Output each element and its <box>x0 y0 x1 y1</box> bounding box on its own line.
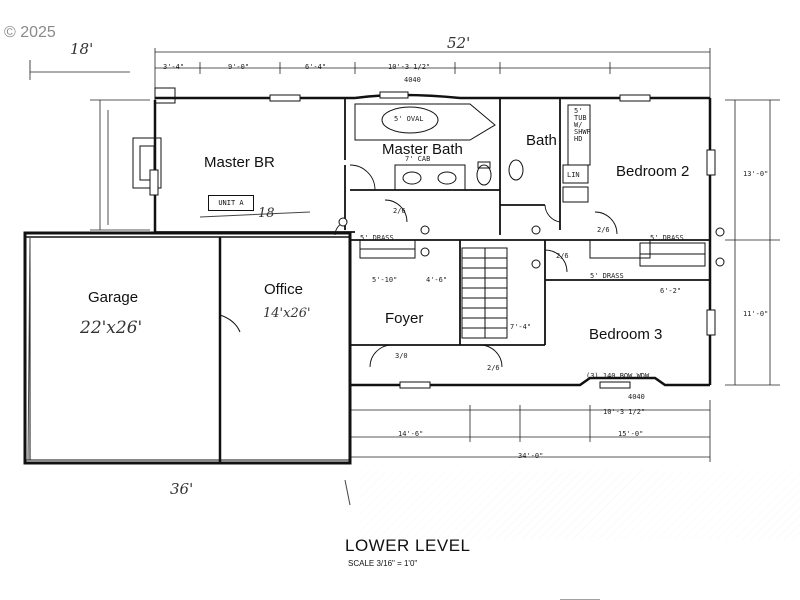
drass-closets <box>359 239 706 267</box>
window-4040-top-note: 4040 <box>404 76 421 84</box>
top-overall-dimension: 52' <box>447 34 471 52</box>
exterior-walls <box>153 93 712 387</box>
faint-area <box>360 470 800 540</box>
dim-15-0: 15'-0" <box>618 430 644 438</box>
master-closet-details <box>132 87 176 189</box>
dim-6-2: 6'-2" <box>660 287 682 295</box>
room-label-master-br: Master BR <box>204 154 275 171</box>
copyright-text: © 2025 <box>4 24 56 41</box>
tub-note: 5' TUB W/ SHWR HD <box>574 107 591 143</box>
top-left-dimension: 18' <box>70 40 94 58</box>
level-title: LOWER LEVEL <box>345 536 471 555</box>
room-label-bath: Bath <box>526 132 557 149</box>
top-dimension-lines <box>29 48 711 100</box>
door-label-1: 2/6 <box>393 207 406 215</box>
drass-note-3: 5' DRASS <box>590 272 624 280</box>
mid-dimension-18: 18 <box>258 206 275 221</box>
dim-34-0: 34'-0" <box>518 452 544 460</box>
window-markers <box>149 91 716 389</box>
scale-note: SCALE 3/16" = 1'0" <box>348 559 418 568</box>
room-label-foyer: Foyer <box>385 310 424 327</box>
interior-walls <box>155 98 710 346</box>
office-dimensions: 14'x26' <box>263 306 311 321</box>
bow-window-note: (3) 140 BOW WDW <box>586 372 650 380</box>
room-label-bedroom-2: Bedroom 2 <box>616 163 690 180</box>
drass-note-2: 5' DRASS <box>650 234 684 242</box>
garage-dimensions: 22'x26' <box>80 318 143 338</box>
stairs <box>461 247 508 339</box>
dim-13-0: 13'-0" <box>743 170 769 178</box>
bath-fixtures <box>354 103 591 203</box>
unit-label: UNIT A <box>208 195 254 211</box>
garage-office-walls <box>23 231 352 465</box>
dim-7-4: 7'-4" <box>510 323 532 331</box>
right-dimension-lines <box>725 99 780 386</box>
door-label-2: 2/6 <box>597 226 610 234</box>
door-swings <box>334 164 618 368</box>
dim-9-0: 9'-0" <box>228 63 250 71</box>
dim-10-3: 10'-3 1/2" <box>603 408 646 416</box>
dim-6-4: 6'-4" <box>305 63 327 71</box>
door-label-3: 2/6 <box>556 252 569 260</box>
cabinet-note: 7' CAB <box>405 155 431 163</box>
room-label-master-bath: Master Bath <box>382 141 463 158</box>
linen-label: LIN <box>567 171 580 179</box>
dim-10-3-top: 10'-3 1/2" <box>388 63 431 71</box>
handwritten-marks <box>27 60 600 600</box>
dim-14-6: 14'-6" <box>398 430 424 438</box>
oval-tub-note: 5' OVAL <box>394 115 424 123</box>
drass-note-1: 5' DRASS <box>360 234 394 242</box>
bottom-dimension-36: 36' <box>170 480 194 498</box>
door-label-4: 2/6 <box>487 364 500 372</box>
dim-4-6: 4'-6" <box>426 276 448 284</box>
window-4040-note: 4040 <box>628 393 645 401</box>
room-label-garage: Garage <box>88 289 139 306</box>
room-label-office: Office <box>264 281 303 298</box>
room-label-bedroom-3: Bedroom 3 <box>589 326 663 343</box>
door-label-5: 3/0 <box>395 352 408 360</box>
dim-11-0: 11'-0" <box>743 310 769 318</box>
circle-markers <box>338 217 725 269</box>
left-dimension-lines <box>90 99 150 231</box>
dim-5-10: 5'-10" <box>372 276 398 284</box>
dim-3-4: 3'-4" <box>163 63 185 71</box>
